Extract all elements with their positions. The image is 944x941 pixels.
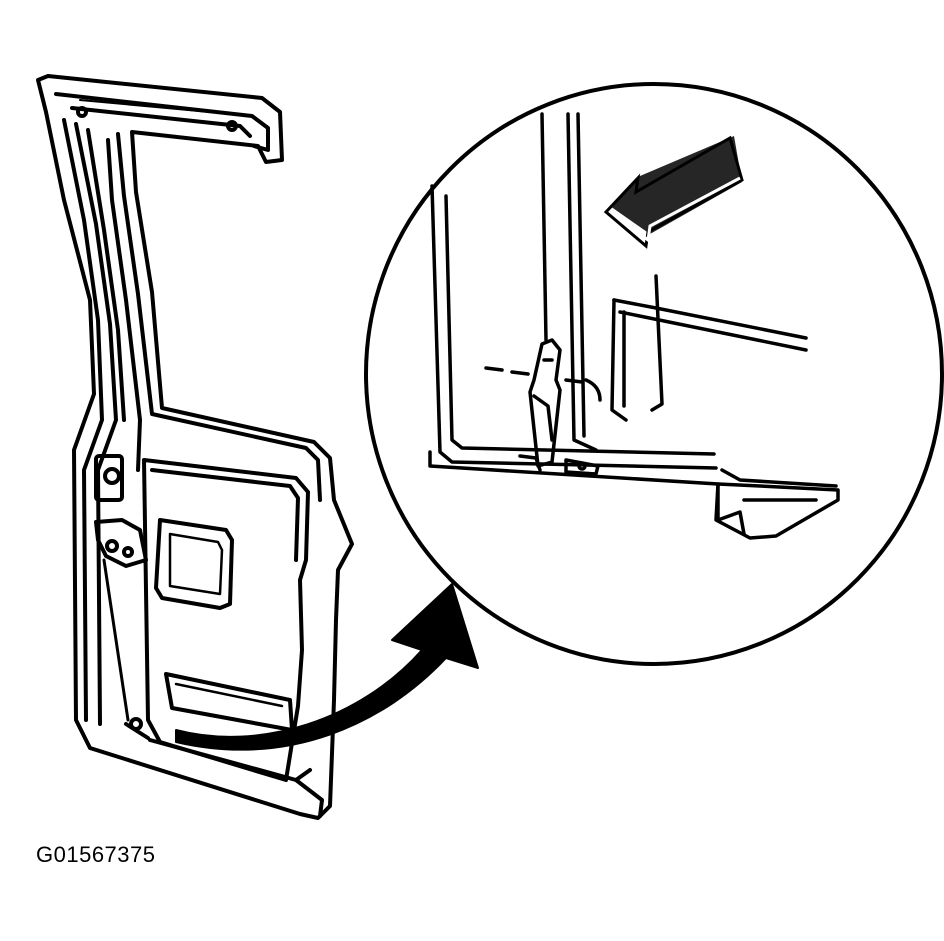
detail-vertical-rail [540, 112, 548, 342]
figure-id-label: G01567375 [36, 842, 156, 867]
left-frame-channel-2 [74, 122, 118, 726]
lower-panel [142, 458, 310, 782]
latch-rod [102, 558, 130, 722]
detail-dash-line [484, 366, 584, 384]
window-frame-top [54, 92, 270, 152]
detail-channel [428, 450, 840, 540]
latch-housing [94, 454, 124, 502]
bottom-rail [148, 738, 324, 818]
latch-mechanism [94, 518, 148, 568]
bottom-ledge [164, 672, 294, 732]
curved-pointer-arrow-icon [175, 583, 479, 751]
window-frame-inner [70, 106, 252, 138]
detail-fastener [528, 338, 562, 468]
access-window [154, 518, 234, 610]
door-panel-icon [36, 74, 354, 820]
door-outer-outline [36, 74, 354, 820]
left-frame-channel-1 [62, 118, 104, 722]
inner-frame-rail [116, 132, 322, 502]
magnified-detail-icon [364, 82, 944, 666]
detail-circle [364, 82, 944, 666]
